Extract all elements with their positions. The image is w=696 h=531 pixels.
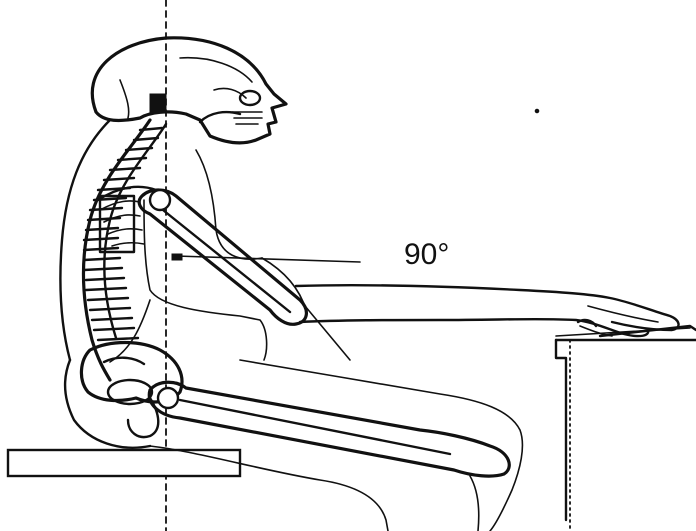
skull — [92, 38, 286, 143]
angle-guides — [176, 109, 539, 360]
leg — [150, 360, 522, 531]
desk — [556, 326, 696, 520]
seat — [8, 450, 240, 476]
elbow-angle-label: 90° — [404, 238, 449, 271]
forearm-and-hand — [296, 285, 679, 336]
